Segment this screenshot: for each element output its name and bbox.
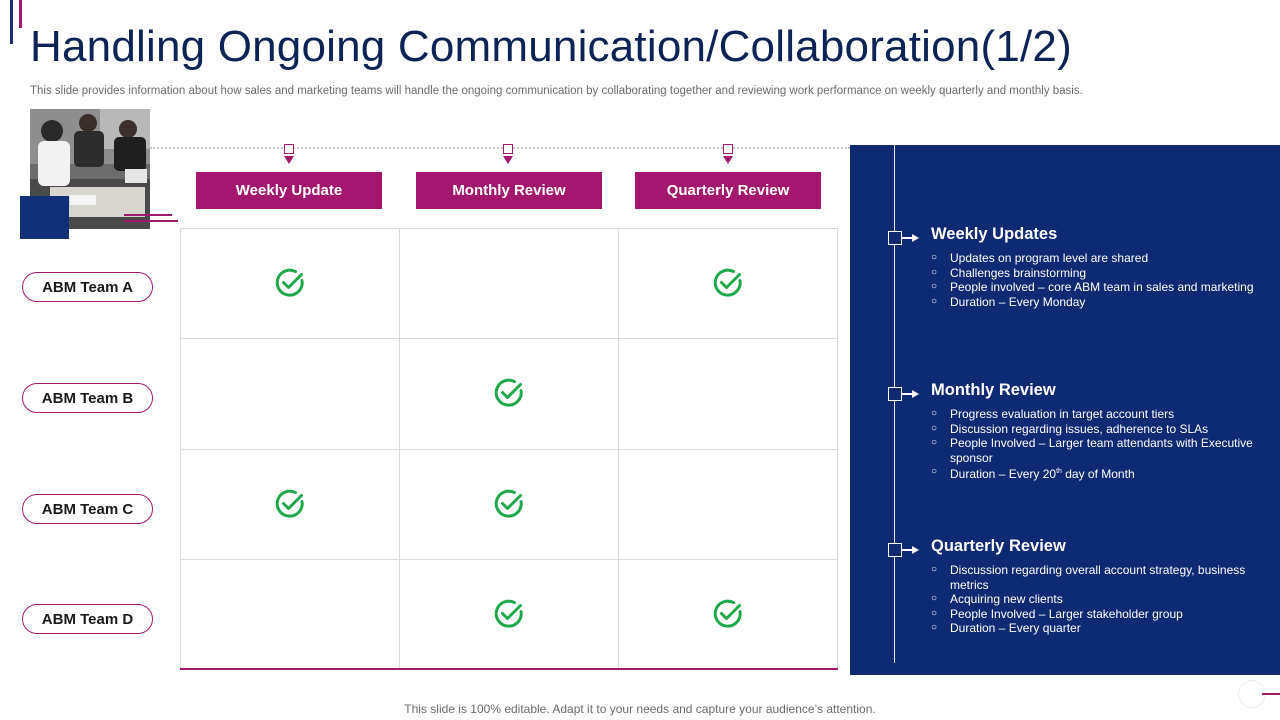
panel-bullet-list: Updates on program level are sharedChall… (931, 251, 1266, 309)
panel-bullet-item: Discussion regarding issues, adherence t… (931, 422, 1266, 437)
panel-bullet-item: People Involved – Larger stakeholder gro… (931, 607, 1266, 622)
panel-bullet-item: Duration – Every quarter (931, 621, 1266, 636)
row-label-abm-team-d: ABM Team D (22, 604, 153, 634)
team-review-matrix (180, 228, 838, 670)
check-circle-icon (275, 489, 304, 518)
check-circle-icon (494, 378, 523, 407)
check-circle-icon (713, 599, 742, 628)
row-label-abm-team-a: ABM Team A (22, 272, 153, 302)
timeline-line (894, 145, 895, 663)
panel-bullet-item: Duration – Every 20th day of Month (931, 465, 1266, 482)
row-label-abm-team-b: ABM Team B (22, 383, 153, 413)
panel-bullet-list: Discussion regarding overall account str… (931, 563, 1266, 636)
grid-line (180, 338, 838, 339)
slide-subtitle: This slide provides information about ho… (30, 85, 1083, 97)
slide-title: Handling Ongoing Communication/Collabora… (30, 22, 1072, 71)
panel-bullet-list: Progress evaluation in target account ti… (931, 407, 1266, 482)
matrix-cell (399, 338, 618, 448)
panel-bullet-item: Duration – Every Monday (931, 295, 1266, 310)
panel-bullet-item: People Involved – Larger team attendants… (931, 436, 1266, 465)
grid-line (180, 559, 838, 560)
arrow-right-icon (902, 237, 914, 239)
arrow-right-icon (902, 549, 914, 551)
corner-accent-line (1262, 693, 1280, 695)
column-marker-icon (279, 144, 299, 166)
matrix-cell (180, 449, 399, 559)
check-circle-icon (713, 268, 742, 297)
check-circle-icon (494, 489, 523, 518)
corner-decoration (1238, 680, 1266, 708)
column-marker-icon (718, 144, 738, 166)
column-marker-icon (498, 144, 518, 166)
matrix-cell (618, 228, 837, 338)
row-label-abm-team-c: ABM Team C (22, 494, 153, 524)
title-accent-bars (10, 0, 24, 44)
grid-bottom-accent (180, 668, 838, 670)
accent-bar-navy (10, 0, 13, 44)
matrix-cell (618, 559, 837, 669)
panel-section-title: Monthly Review (931, 381, 1056, 399)
arrowhead-icon (912, 390, 919, 398)
matrix-cell (399, 449, 618, 559)
photo-accent-square (20, 196, 69, 239)
panel-bullet-item: People involved – core ABM team in sales… (931, 280, 1266, 295)
arrow-right-icon (902, 393, 914, 395)
timeline-node-icon (888, 387, 902, 401)
photo-accent-line (124, 220, 178, 222)
accent-bar-magenta (19, 0, 22, 28)
footer-note: This slide is 100% editable. Adapt it to… (404, 702, 876, 716)
check-circle-icon (494, 599, 523, 628)
panel-bullet-item: Acquiring new clients (931, 592, 1266, 607)
arrowhead-icon (912, 234, 919, 242)
check-circle-icon (275, 268, 304, 297)
column-header-weekly-update: Weekly Update (196, 172, 382, 209)
photo-accent-line (124, 214, 172, 216)
matrix-cell (180, 228, 399, 338)
grid-line (180, 228, 838, 229)
header-dotted-divider (150, 147, 850, 149)
panel-section-title: Weekly Updates (931, 225, 1058, 243)
grid-line (180, 449, 838, 450)
arrowhead-icon (912, 546, 919, 554)
panel-section-title: Quarterly Review (931, 537, 1066, 555)
matrix-cell (399, 559, 618, 669)
review-details-panel: Weekly UpdatesUpdates on program level a… (850, 145, 1280, 675)
timeline-node-icon (888, 543, 902, 557)
column-header-monthly-review: Monthly Review (416, 172, 602, 209)
column-header-quarterly-review: Quarterly Review (635, 172, 821, 209)
timeline-node-icon (888, 231, 902, 245)
panel-bullet-item: Discussion regarding overall account str… (931, 563, 1266, 592)
panel-bullet-item: Progress evaluation in target account ti… (931, 407, 1266, 422)
panel-bullet-item: Updates on program level are shared (931, 251, 1266, 266)
panel-bullet-item: Challenges brainstorming (931, 266, 1266, 281)
